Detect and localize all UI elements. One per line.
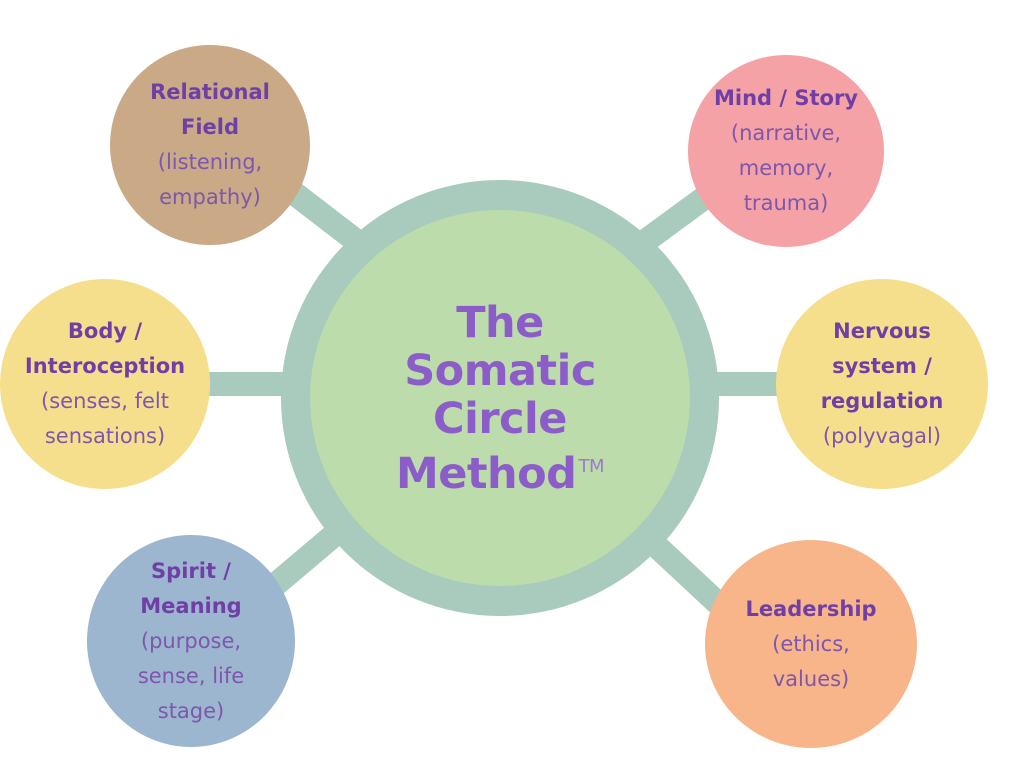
node-mind-story: Mind / Story (narrative, memory, trauma)	[688, 55, 884, 247]
node-title: Meaning	[140, 593, 242, 618]
node-subtitle: sense, life	[137, 663, 245, 688]
center-title-line-2: Somatic	[404, 345, 596, 396]
node-subtitle: (ethics,	[772, 631, 850, 656]
node-leadership: Leadership (ethics, values)	[705, 540, 917, 748]
node-subtitle: trauma)	[743, 191, 829, 215]
trademark-symbol: TM	[578, 455, 604, 477]
connector-leadership	[641, 531, 734, 619]
center-title-line-3: Circle	[433, 393, 567, 444]
node-subtitle: sensations)	[44, 424, 166, 448]
connector-relational	[282, 180, 363, 250]
node-title: Spirit /	[151, 558, 231, 583]
node-subtitle: (listening,	[157, 150, 263, 174]
node-title: Body /	[67, 319, 143, 343]
node-title: Nervous	[833, 319, 931, 343]
node-title: Relational	[150, 80, 270, 104]
node-title: system /	[832, 354, 932, 378]
node-subtitle: empathy)	[159, 185, 261, 209]
node-subtitle: (polyvagal)	[822, 424, 942, 448]
node-title: Leadership	[745, 596, 877, 621]
center-title-line-1: The	[456, 297, 544, 348]
node-title: regulation	[820, 389, 944, 413]
node-title: Interoception	[24, 354, 186, 378]
node-subtitle: values)	[772, 666, 850, 691]
node-subtitle: (senses, felt	[41, 389, 169, 413]
connector-spirit	[267, 520, 348, 595]
node-relational-field: Relational Field (listening, empathy)	[110, 45, 310, 245]
node-body-interoception: Body / Interoception (senses, felt sensa…	[0, 279, 210, 489]
node-spirit-meaning: Spirit / Meaning (purpose, sense, life s…	[87, 535, 295, 747]
node-subtitle: memory,	[738, 156, 834, 180]
node-subtitle: stage)	[157, 698, 225, 723]
node-title: Field	[180, 115, 240, 139]
node-subtitle: (narrative,	[730, 121, 842, 145]
center-title-line-4-text: Method	[396, 448, 577, 499]
node-subtitle: (purpose,	[140, 628, 242, 653]
node-nervous-system: Nervous system / regulation (polyvagal)	[776, 279, 988, 489]
node-title: Mind / Story	[713, 86, 858, 110]
